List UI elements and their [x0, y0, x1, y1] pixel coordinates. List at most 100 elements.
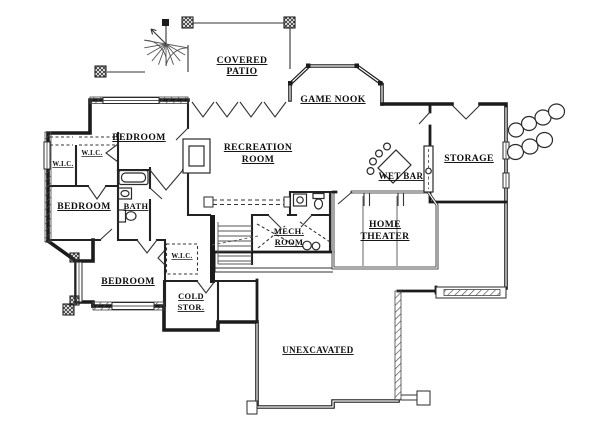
- wall-closets: [46, 131, 120, 188]
- room-labels: COVERED PATIO GAME NOOK BEDROOM W.I.C. W…: [52, 55, 493, 355]
- beam-bracket-right: [283, 196, 291, 208]
- bath-toilet: [117, 209, 137, 223]
- bay-corner-block: [69, 295, 80, 306]
- label-wet-bar: WET BAR: [379, 171, 424, 181]
- bedroom-upper-hall-doors: [149, 169, 184, 191]
- ceiling-beam: [203, 196, 291, 208]
- toilet-tank: [117, 209, 127, 223]
- wet-bar-counter: [366, 142, 434, 193]
- shrub: [535, 131, 554, 149]
- window-left: [43, 141, 51, 170]
- wall-cold-storage: [162, 279, 259, 324]
- mech-room-door: [267, 214, 282, 229]
- toilet-bowl: [125, 211, 137, 221]
- label-bedroom-upper: BEDROOM: [112, 132, 165, 143]
- closet-doors: [87, 143, 119, 200]
- footing-step-left: [246, 400, 258, 415]
- door-swings: [87, 101, 481, 294]
- mech-ceiling-dashes: [256, 221, 331, 249]
- toilet-tank: [312, 192, 325, 200]
- window-bottom: [111, 302, 155, 310]
- storage-door: [418, 104, 481, 125]
- label-bedroom-middle: BEDROOM: [57, 201, 110, 212]
- bay-mullion: [378, 81, 383, 86]
- covered-patio-outline: [62, 16, 296, 316]
- bar-stool: [366, 167, 375, 176]
- sink-bowl: [296, 196, 304, 204]
- water-heater-tank: [311, 241, 321, 251]
- footing-connector: [401, 394, 417, 401]
- patio-boundary-lines: [107, 22, 291, 73]
- bay-mullion: [288, 81, 293, 86]
- landscape-shrubs: [506, 103, 566, 161]
- label-mech-room-2: ROOM: [275, 238, 304, 247]
- label-home-theater-2: THEATER: [360, 231, 410, 242]
- label-cold-storage-1: COLD: [178, 292, 204, 301]
- footing-pad: [416, 390, 431, 406]
- label-unexcavated: UNEXCAVATED: [282, 345, 354, 355]
- bar-stool: [383, 142, 392, 151]
- wall-lower-right-jog: [396, 285, 438, 295]
- bar-diagonal-counter: [377, 149, 412, 184]
- label-recreation-2: ROOM: [242, 154, 275, 165]
- wall-hatched-vertical: [394, 290, 402, 401]
- bar-stool: [375, 149, 384, 158]
- label-wic-upper-right: W.I.C.: [81, 150, 102, 157]
- water-heater-tank: [302, 240, 312, 251]
- bathtub: [118, 169, 149, 186]
- wic-lower-closet-dashes: [165, 243, 199, 275]
- label-wic-lower: W.I.C.: [171, 253, 192, 260]
- wall-stair-side: [210, 215, 215, 283]
- bay-mullion: [306, 63, 311, 68]
- window-band-hatch: [443, 289, 501, 296]
- hatch-left-wall: [44, 131, 52, 243]
- wall-top-right: [380, 102, 508, 290]
- bar-stool: [369, 157, 378, 166]
- main-staircase: [211, 222, 259, 265]
- powder-bath-sink: [292, 193, 308, 207]
- wall-theater-core: [332, 191, 438, 269]
- toilet-bowl: [313, 198, 324, 210]
- water-heater: [302, 240, 321, 251]
- shrub: [506, 143, 525, 161]
- cold-storage-door: [196, 280, 216, 294]
- label-home-theater-1: HOME: [369, 219, 401, 230]
- label-covered-patio-2: PATIO: [227, 66, 258, 77]
- label-recreation-1: RECREATION: [224, 142, 292, 153]
- theater-door: [337, 191, 353, 205]
- fireplace-inner: [188, 145, 205, 167]
- beam-dashed-lines: [213, 199, 290, 206]
- vanity-sink: [120, 189, 130, 198]
- label-mech-room-1: MECH.: [274, 227, 304, 236]
- wall-bottom-run-core: [256, 321, 399, 408]
- window-right-2: [502, 172, 510, 189]
- label-covered-patio-1: COVERED: [217, 55, 268, 66]
- bay-corner-block: [69, 252, 80, 263]
- stair-treads: [217, 222, 252, 265]
- patio-french-doors: [191, 101, 287, 118]
- wall-stairs-mech: [250, 190, 332, 266]
- wall-bottom-run: [91, 304, 400, 409]
- wall-middle-horizontal: [46, 238, 167, 308]
- wall-game-nook-bay-core: [289, 65, 383, 105]
- bay-mullion: [354, 63, 359, 68]
- label-bedroom-lower: BEDROOM: [101, 276, 154, 287]
- deck-column: [62, 303, 75, 316]
- closet-shelf-dashes: [50, 136, 115, 146]
- label-storage: STORAGE: [444, 153, 494, 164]
- wall-bath: [116, 166, 152, 242]
- fireplace: [182, 138, 211, 174]
- patio-column: [283, 16, 296, 29]
- theater-tiers: [362, 193, 405, 266]
- bath-door: [149, 187, 163, 200]
- bar-sink: [425, 167, 432, 175]
- label-wic-upper-left: W.I.C.: [52, 161, 73, 168]
- label-bath: BATH: [124, 202, 149, 211]
- bedroom-middle-door: [99, 228, 113, 241]
- spiral-stair-treads: [144, 39, 188, 66]
- interior-walls: [46, 100, 439, 324]
- unexcavated-top-boundary: [214, 252, 333, 273]
- powder-bath-door: [300, 214, 313, 228]
